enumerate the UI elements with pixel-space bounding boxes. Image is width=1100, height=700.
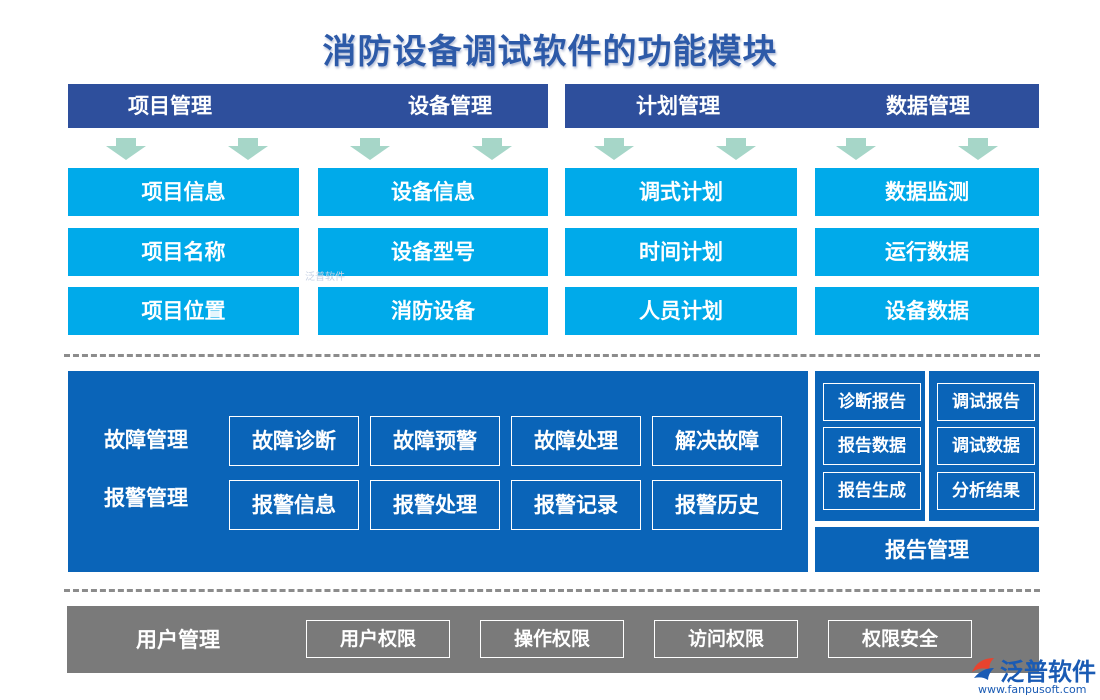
- fault-handling-box: 故障处理: [511, 416, 641, 466]
- diagnosis-report-box: 诊断报告: [823, 383, 921, 421]
- alarm-management-label: 报警管理: [104, 485, 188, 510]
- user-permission-box: 用户权限: [306, 620, 450, 658]
- box-debug-plan: 调式计划: [565, 168, 797, 216]
- box-run-data: 运行数据: [815, 228, 1039, 276]
- logo-url: www.fanpusoft.com: [978, 683, 1087, 696]
- box-project-location: 项目位置: [68, 287, 299, 335]
- box-project-info: 项目信息: [68, 168, 299, 216]
- down-arrow-icon: [228, 138, 268, 160]
- header-device-management: 设备管理: [408, 93, 492, 118]
- logo-icon: [972, 658, 994, 680]
- box-time-plan: 时间计划: [565, 228, 797, 276]
- box-device-data: 设备数据: [815, 287, 1039, 335]
- alarm-handling-box: 报警处理: [370, 480, 500, 530]
- alarm-record-box: 报警记录: [511, 480, 641, 530]
- header-project-management: 项目管理: [128, 93, 212, 118]
- watermark: 泛普软件: [305, 272, 345, 283]
- debug-report-box: 调试报告: [937, 383, 1035, 421]
- down-arrow-icon: [958, 138, 998, 160]
- divider-dashed: [64, 354, 1040, 357]
- header-bar-left: [68, 84, 548, 128]
- user-management-label: 用户管理: [136, 627, 220, 652]
- header-data-management: 数据管理: [886, 93, 970, 118]
- down-arrow-icon: [350, 138, 390, 160]
- box-device-model: 设备型号: [318, 228, 548, 276]
- alarm-history-box: 报警历史: [652, 480, 782, 530]
- alarm-info-box: 报警信息: [229, 480, 359, 530]
- report-data-box: 报告数据: [823, 427, 921, 465]
- report-management-label: 报告管理: [815, 527, 1039, 572]
- fault-resolve-box: 解决故障: [652, 416, 782, 466]
- permission-security-box: 权限安全: [828, 620, 972, 658]
- debug-data-box: 调试数据: [937, 427, 1035, 465]
- divider-dashed: [64, 589, 1040, 592]
- fault-management-label: 故障管理: [104, 427, 188, 452]
- logo-name: 泛普软件: [1000, 658, 1096, 686]
- header-bar-right: [565, 84, 1039, 128]
- fault-warning-box: 故障预警: [370, 416, 500, 466]
- fault-alarm-panel: [68, 371, 808, 572]
- down-arrow-icon: [716, 138, 756, 160]
- header-plan-management: 计划管理: [636, 93, 720, 118]
- user-management-bar: [67, 606, 1039, 673]
- report-panel-left: [815, 371, 925, 521]
- box-device-info: 设备信息: [318, 168, 548, 216]
- access-permission-box: 访问权限: [654, 620, 798, 658]
- page-title: 消防设备调试软件的功能模块: [322, 32, 778, 72]
- box-project-name: 项目名称: [68, 228, 299, 276]
- operation-permission-box: 操作权限: [480, 620, 624, 658]
- report-generate-box: 报告生成: [823, 472, 921, 510]
- box-fire-device: 消防设备: [318, 287, 548, 335]
- box-data-monitor: 数据监测: [815, 168, 1039, 216]
- analysis-result-box: 分析结果: [937, 472, 1035, 510]
- fault-diagnosis-box: 故障诊断: [229, 416, 359, 466]
- down-arrow-icon: [836, 138, 876, 160]
- report-panel-right: [929, 371, 1039, 521]
- down-arrow-icon: [594, 138, 634, 160]
- down-arrow-icon: [106, 138, 146, 160]
- down-arrow-icon: [472, 138, 512, 160]
- box-staff-plan: 人员计划: [565, 287, 797, 335]
